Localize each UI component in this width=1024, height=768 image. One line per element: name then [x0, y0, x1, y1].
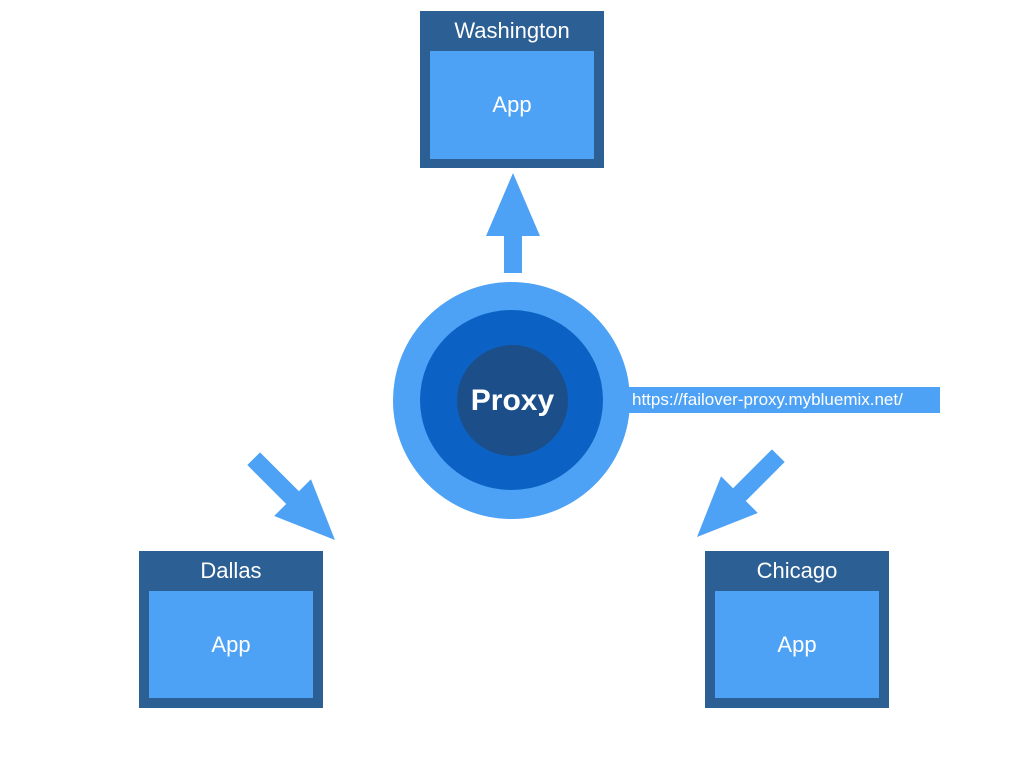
arrow-to-washington	[486, 173, 540, 273]
proxy-url-text: https://failover-proxy.mybluemix.net/	[632, 390, 903, 409]
region-washington: Washington App	[420, 11, 604, 168]
region-dallas: Dallas App	[139, 551, 323, 708]
proxy-node: Proxy	[457, 345, 568, 456]
arrow-to-chicago	[697, 449, 785, 537]
region-title-dallas: Dallas	[200, 558, 262, 583]
region-chicago: Chicago App	[705, 551, 889, 708]
region-title-chicago: Chicago	[756, 558, 838, 583]
proxy-label: Proxy	[470, 383, 555, 417]
region-title-washington: Washington	[454, 18, 570, 43]
app-label-chicago: App	[777, 631, 817, 657]
app-box-washington: App	[430, 51, 594, 159]
proxy-url-label: https://failover-proxy.mybluemix.net/	[627, 387, 940, 413]
app-label-washington: App	[492, 92, 532, 117]
app-label-dallas: App	[211, 631, 251, 657]
app-box-chicago: App	[715, 591, 879, 698]
arrow-to-dallas	[247, 452, 335, 540]
app-box-dallas: App	[149, 591, 313, 698]
